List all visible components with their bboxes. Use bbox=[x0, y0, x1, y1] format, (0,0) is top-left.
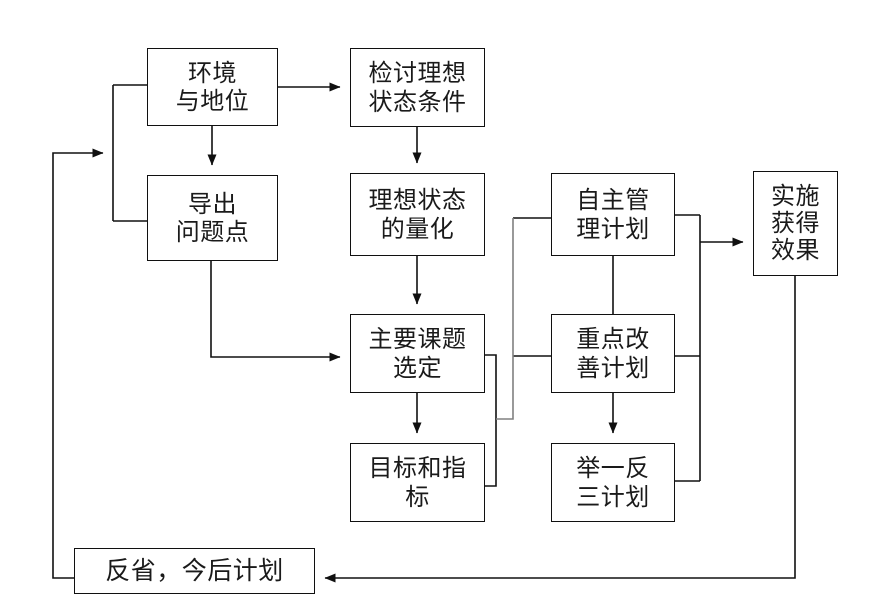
node-reflection-future-plan[interactable]: 反省，今后计划 bbox=[74, 548, 315, 594]
wire-reflection-loop-left bbox=[52, 148, 104, 579]
node-extrapolation-plan[interactable]: 举一反 三计划 bbox=[551, 443, 675, 522]
node-quantify-ideal-state[interactable]: 理想状态 的量化 bbox=[350, 173, 485, 256]
node-derive-problem-points[interactable]: 导出 问题点 bbox=[147, 175, 278, 261]
node-autonomous-management-plan[interactable]: 自主管 理计划 bbox=[551, 173, 675, 256]
wire-left-bus bbox=[496, 218, 514, 420]
node-review-ideal-conditions[interactable]: 检讨理想 状态条件 bbox=[350, 48, 485, 127]
node-select-main-topics[interactable]: 主要课题 选定 bbox=[350, 314, 485, 393]
wire-select-right-bracket bbox=[485, 354, 497, 487]
node-env-status[interactable]: 环境 与地位 bbox=[147, 48, 278, 126]
wire-derive-to-select bbox=[210, 261, 341, 362]
node-implement-gain-effect[interactable]: 实施 获得 效果 bbox=[753, 171, 838, 276]
node-goals-and-indicators[interactable]: 目标和指 标 bbox=[350, 443, 485, 522]
node-key-improvement-plan[interactable]: 重点改 善计划 bbox=[551, 314, 675, 393]
